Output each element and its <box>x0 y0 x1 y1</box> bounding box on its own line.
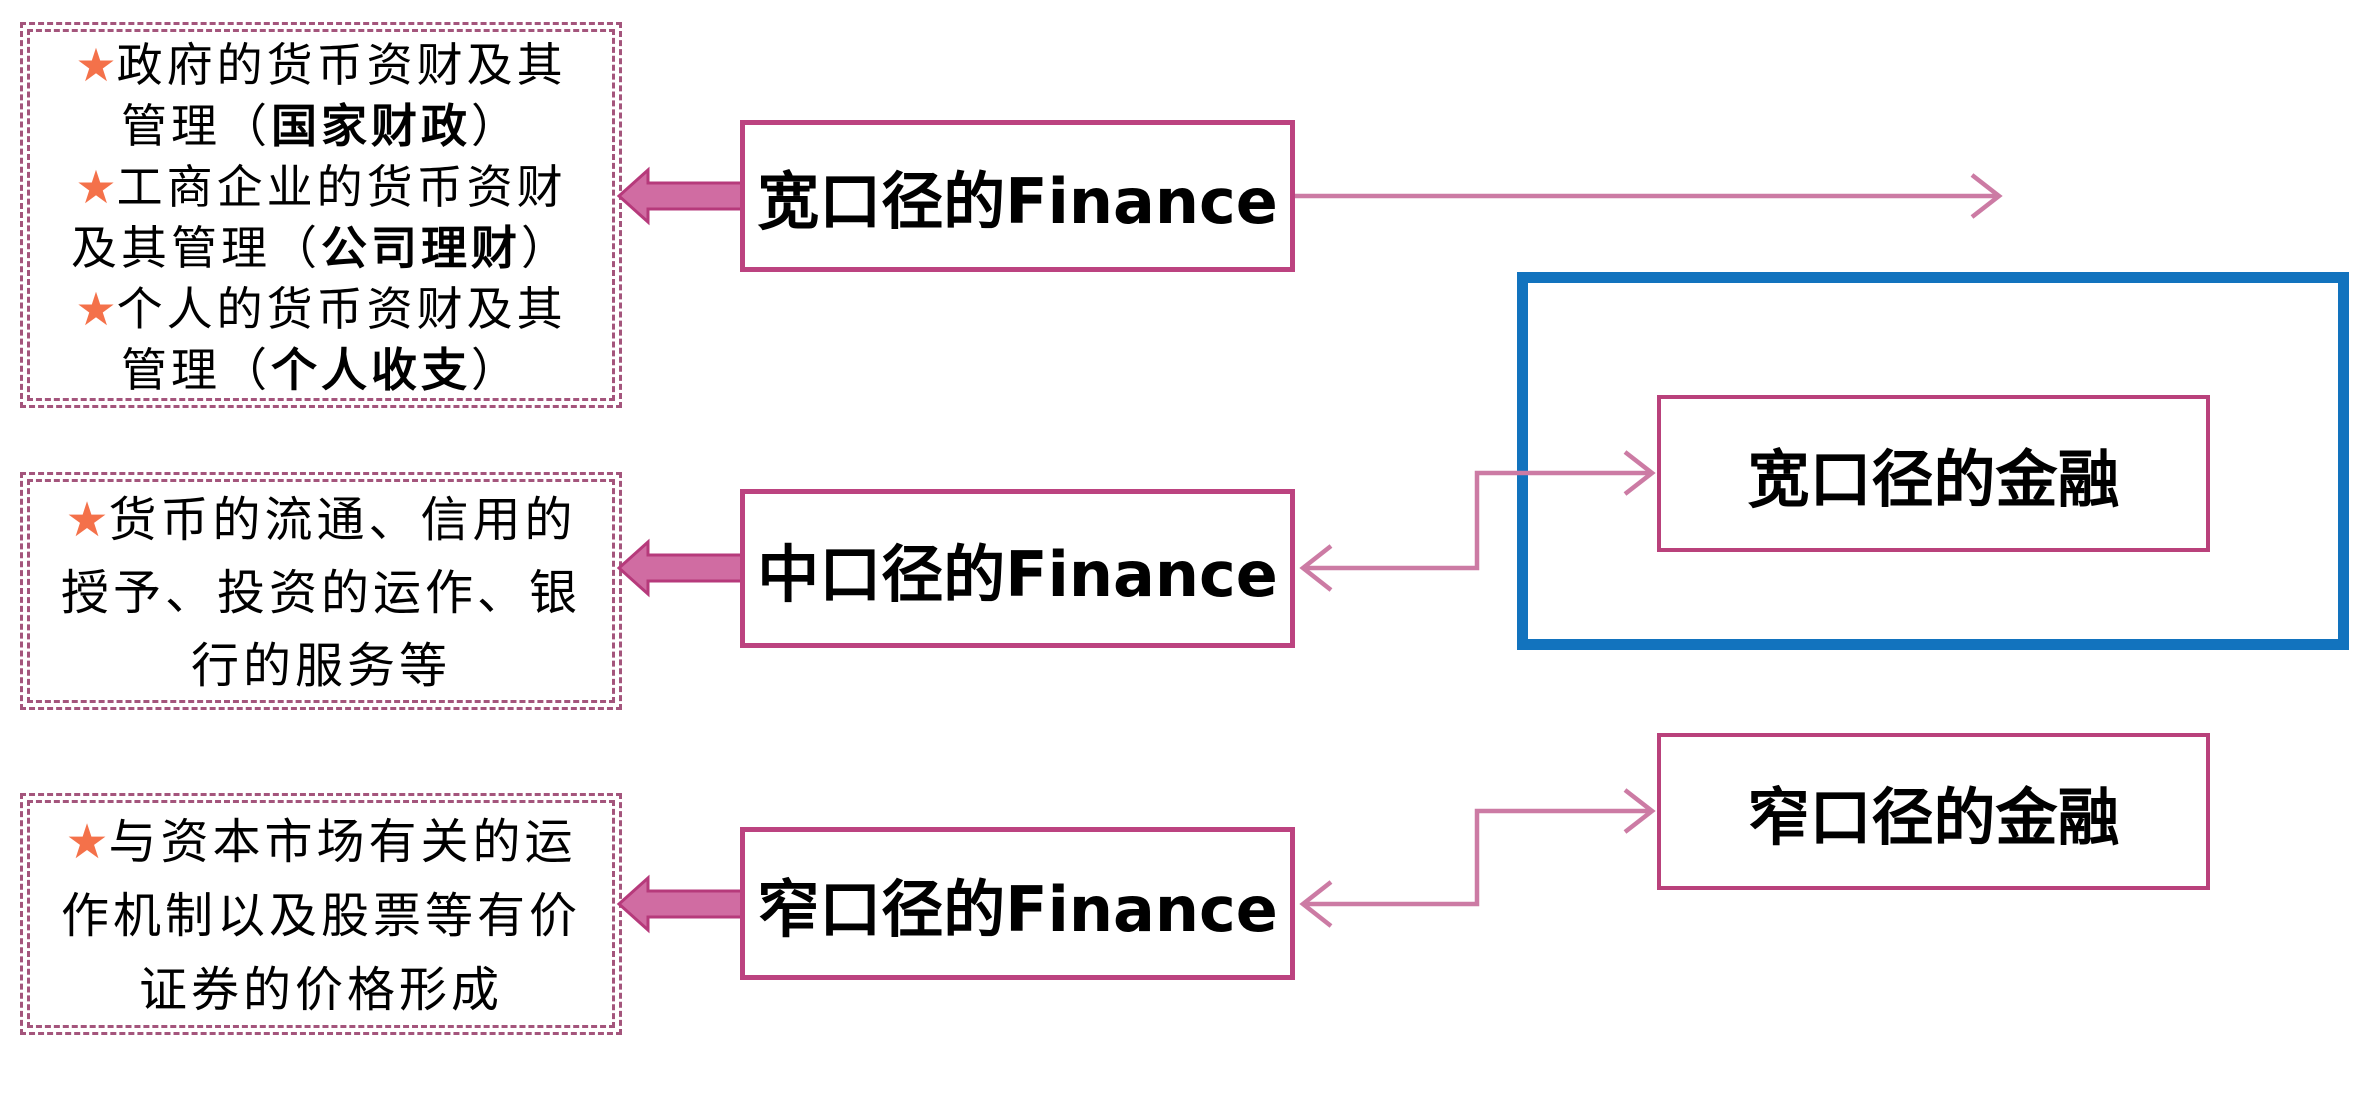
arrow-right-icon <box>1623 788 1656 834</box>
note-line: ★个人的货币资财及其 <box>30 279 612 340</box>
box-label: 宽口径的Finance <box>757 165 1278 238</box>
star-bullet-icon: ★ <box>75 160 117 214</box>
note-box-medium-finance: ★货币的流通、信用的 授予、投资的运作、银 行的服务等 <box>20 472 622 710</box>
note-box-broad-finance: ★政府的货币资财及其 管理（国家财政） ★工商企业的货币资财 及其管理（公司理财… <box>20 22 622 408</box>
note-line: 及其管理（公司理财） <box>30 218 612 279</box>
block-arrow-left-icon <box>616 874 748 934</box>
note-text: 管理（ <box>121 343 271 397</box>
note-text: 政府的货币资财及其 <box>116 38 567 92</box>
note-text: 管理（ <box>121 99 271 153</box>
note-text: 作机制以及股票等有价 <box>60 888 581 944</box>
block-arrow-left-icon <box>616 166 748 226</box>
note-line: 管理（个人收支） <box>30 340 612 401</box>
narrow-to-narrow-elbow-line <box>1303 808 1652 907</box>
note-text: ） <box>471 99 521 153</box>
star-bullet-icon: ★ <box>75 38 117 92</box>
note-text: ） <box>521 221 571 275</box>
note-text: 与资本市场有关的运 <box>108 814 577 870</box>
star-bullet-icon: ★ <box>65 492 109 548</box>
note-text: 授予、投资的运作、银 <box>60 565 581 621</box>
box-narrow-caliber-finance: 窄口径的Finance <box>740 827 1295 980</box>
box-narrow-caliber-jinrong: 窄口径的金融 <box>1657 733 2210 890</box>
note-line: ★工商企业的货币资财 <box>30 157 612 218</box>
block-arrow-left-icon <box>616 538 748 598</box>
star-bullet-icon: ★ <box>65 814 109 870</box>
note-line: 管理（国家财政） <box>30 96 612 157</box>
box-wide-caliber-finance: 宽口径的Finance <box>740 120 1295 272</box>
box-label: 宽口径的金融 <box>1747 442 2120 516</box>
note-text-bold: 国家财政 <box>271 99 471 153</box>
note-text-bold: 个人收支 <box>271 343 471 397</box>
note-text: 工商企业的货币资财 <box>116 160 567 214</box>
note-text-bold: 公司理财 <box>321 221 521 275</box>
note-line: ★与资本市场有关的运 <box>30 805 612 879</box>
box-label: 窄口径的Finance <box>757 872 1278 946</box>
box-label: 窄口径的金融 <box>1747 780 2120 854</box>
note-line: 作机制以及股票等有价 <box>30 879 612 953</box>
note-text: 证券的价格形成 <box>138 962 503 1018</box>
star-bullet-icon: ★ <box>75 282 117 336</box>
note-line: ★政府的货币资财及其 <box>30 35 612 96</box>
arrow-left-icon <box>1299 544 1333 592</box>
note-line: ★货币的流通、信用的 <box>30 484 612 557</box>
note-line: 授予、投资的运作、银 <box>30 557 612 630</box>
box-wide-caliber-jinrong: 宽口径的金融 <box>1657 395 2210 552</box>
arrow-right-icon <box>1970 173 2003 219</box>
note-text: 货币的流通、信用的 <box>108 492 577 548</box>
blue-highlight-frame <box>1517 272 2349 650</box>
note-line: 行的服务等 <box>30 630 612 703</box>
note-text: 个人的货币资财及其 <box>116 282 567 336</box>
note-text: 及其管理（ <box>71 221 321 275</box>
note-text: 行的服务等 <box>190 638 451 694</box>
note-text: ） <box>471 343 521 397</box>
note-line: 证券的价格形成 <box>30 953 612 1027</box>
box-medium-caliber-finance: 中口径的Finance <box>740 489 1295 648</box>
note-box-narrow-finance: ★与资本市场有关的运 作机制以及股票等有价 证券的价格形成 <box>20 793 622 1035</box>
arrow-left-icon <box>1299 880 1333 928</box>
box-label: 中口径的Finance <box>757 537 1278 611</box>
